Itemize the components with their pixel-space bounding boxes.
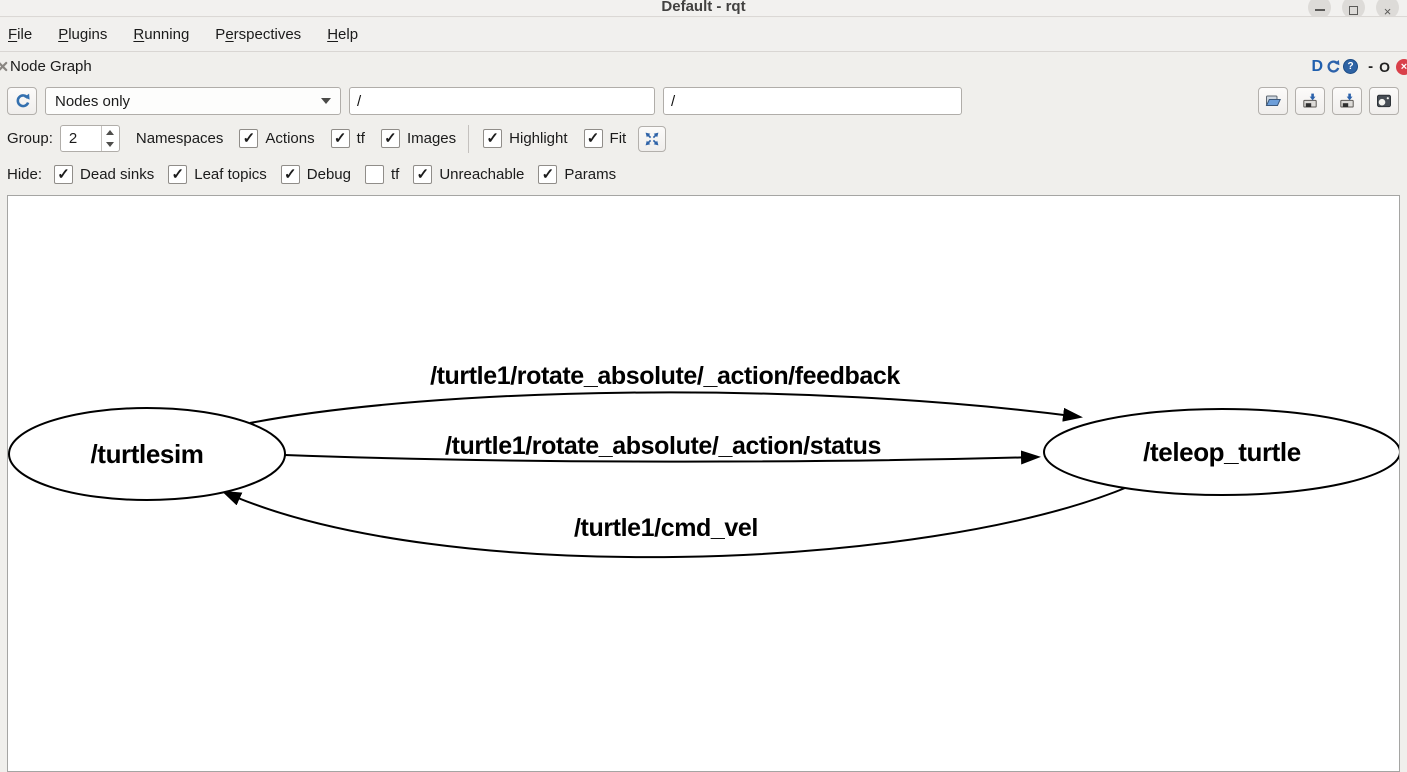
graph-toolbar: Nodes only	[0, 84, 1407, 118]
plugin-title: Node Graph	[10, 58, 92, 75]
maximize-icon	[1349, 5, 1358, 15]
maximize-window-button[interactable]	[1342, 0, 1365, 16]
dock-close-button[interactable]: ×	[1396, 58, 1407, 75]
dock-minimize-button[interactable]: -	[1368, 58, 1374, 75]
checkbox-unreachable[interactable]: Unreachable	[413, 164, 524, 184]
checkbox-params[interactable]: Params	[538, 164, 616, 184]
edge-label-status: /turtle1/rotate_absolute/_action/status	[445, 432, 881, 460]
save-svg-icon	[1340, 93, 1354, 108]
graph-type-combobox[interactable]: Nodes only	[45, 87, 341, 115]
params-checkbox[interactable]	[538, 164, 558, 184]
namespaces-label: Namespaces	[135, 130, 224, 147]
topic-filter-input[interactable]	[663, 87, 962, 115]
checkbox-highlight[interactable]: Highlight	[483, 129, 568, 148]
save-dot-icon	[1303, 93, 1317, 108]
node-filter-input[interactable]	[349, 87, 655, 115]
node-turtlesim	[8, 407, 286, 501]
group-label: Group:	[7, 130, 53, 147]
images-checkbox[interactable]	[380, 129, 400, 148]
checkbox-leaf-topics[interactable]: Leaf topics	[168, 164, 267, 184]
edge-label-cmd-vel: /turtle1/cmd_vel	[574, 514, 758, 542]
hide-label: Hide:	[7, 165, 43, 183]
close-window-button[interactable]: ×	[1376, 0, 1399, 17]
dock-float-button[interactable]: O	[1379, 58, 1390, 75]
edge-status	[284, 450, 1041, 465]
graph-type-value: Nodes only	[55, 92, 131, 110]
edge-cmd-vel	[221, 485, 1131, 559]
node-graph-svg: /turtle1/rotate_absolute/_action/feedbac…	[8, 362, 1399, 559]
checkbox-tf[interactable]: tf	[330, 129, 365, 148]
highlight-checkbox[interactable]	[483, 129, 503, 148]
title-bar: Default - rqt ×	[0, 0, 1407, 17]
save-image-button[interactable]	[1369, 87, 1399, 115]
expand-arrows-icon	[645, 132, 659, 145]
dock-d-icon[interactable]: D	[1311, 57, 1324, 75]
save-dot-button[interactable]	[1295, 87, 1325, 115]
checkbox-fit[interactable]: Fit	[583, 129, 626, 148]
separator	[468, 124, 470, 153]
options-row: Group: 2 Namespaces Actions tf Images Hi…	[0, 122, 1407, 155]
spin-up-icon[interactable]	[102, 126, 119, 139]
checkbox-hide-tf[interactable]: tf	[364, 164, 399, 184]
spinbox-arrows[interactable]	[100, 126, 119, 152]
folder-open-icon	[1265, 95, 1281, 106]
menu-perspectives[interactable]: Perspectives	[215, 26, 302, 43]
refresh-icon	[16, 93, 30, 107]
checkbox-debug[interactable]: Debug	[280, 164, 351, 184]
open-dot-button[interactable]	[1258, 87, 1288, 115]
dead-sinks-checkbox[interactable]	[54, 164, 74, 184]
edge-feedback	[249, 391, 1083, 424]
menu-bar: File Plugins Running Perspectives Help	[0, 18, 1407, 52]
help-icon[interactable]: ?	[1343, 59, 1359, 74]
fit-checkbox[interactable]	[583, 129, 603, 148]
node-teleop-turtle	[1043, 408, 1399, 496]
refresh-button[interactable]	[7, 87, 37, 115]
unreachable-checkbox[interactable]	[413, 164, 433, 184]
group-value: 2	[68, 130, 78, 147]
window-title: Default - rqt	[661, 0, 746, 15]
dock-close-icon: ×	[1400, 60, 1407, 73]
actions-checkbox[interactable]	[239, 129, 259, 148]
tf-checkbox[interactable]	[330, 129, 350, 148]
node-label-turtlesim: /turtlesim	[90, 439, 203, 469]
graph-canvas[interactable]: /turtle1/rotate_absolute/_action/feedbac…	[7, 195, 1400, 772]
plugin-dock-header: Node Graph D ? - O ×	[0, 52, 1407, 81]
menu-plugins[interactable]: Plugins	[58, 26, 108, 43]
close-icon: ×	[1383, 3, 1392, 17]
minimize-window-button[interactable]	[1308, 0, 1331, 16]
checkbox-images[interactable]: Images	[380, 129, 456, 148]
group-spinbox[interactable]: 2	[59, 125, 120, 152]
save-svg-button[interactable]	[1332, 87, 1362, 115]
node-label-teleop-turtle: /teleop_turtle	[1143, 437, 1301, 467]
checkbox-actions[interactable]: Actions	[239, 129, 315, 148]
edge-label-feedback: /turtle1/rotate_absolute/_action/feedbac…	[430, 362, 900, 390]
hide-row: Hide: Dead sinks Leaf topics Debug tf Un…	[0, 158, 1407, 190]
menu-file[interactable]: File	[8, 26, 33, 43]
minimize-icon	[1314, 9, 1325, 11]
fit-in-view-button[interactable]	[638, 125, 667, 152]
save-image-icon	[1377, 94, 1391, 108]
spin-down-icon[interactable]	[102, 139, 119, 152]
leaf-topics-checkbox[interactable]	[168, 164, 188, 184]
reload-icon[interactable]	[1325, 59, 1341, 75]
checkbox-dead-sinks[interactable]: Dead sinks	[54, 164, 154, 184]
hide-tf-checkbox[interactable]	[364, 164, 384, 184]
wrench-screwdriver-icon	[0, 61, 8, 72]
debug-checkbox[interactable]	[280, 164, 300, 184]
menu-running[interactable]: Running	[133, 26, 190, 43]
menu-help[interactable]: Help	[327, 26, 359, 43]
window-controls: ×	[1308, 0, 1399, 17]
chevron-down-icon	[321, 98, 331, 104]
